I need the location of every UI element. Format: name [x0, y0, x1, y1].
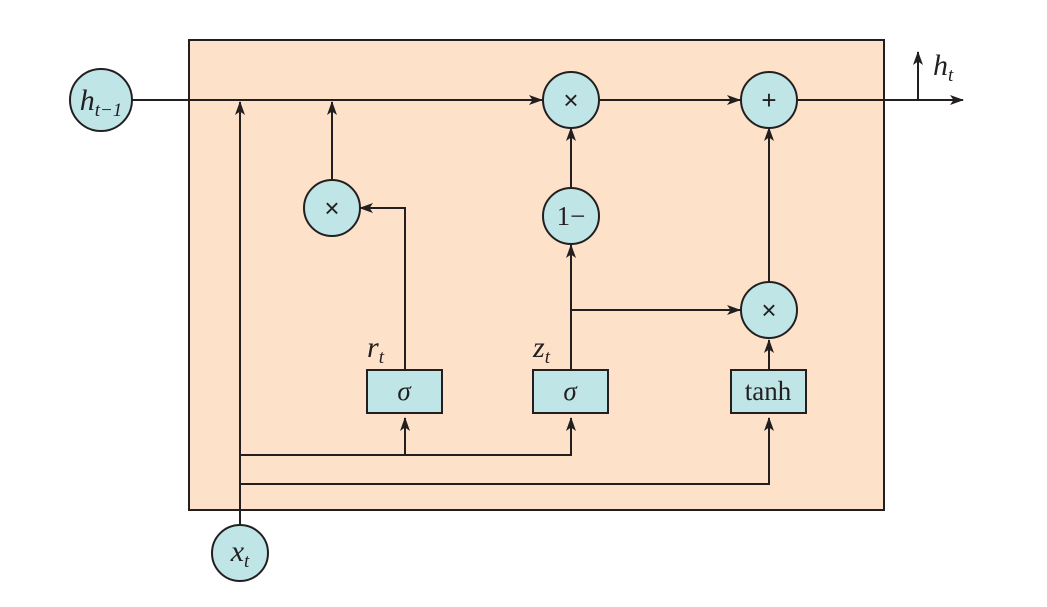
reset-multiply-node: ×	[303, 179, 361, 237]
input-prev-state-node: ht−1	[69, 68, 133, 132]
tanh-box: tanh	[730, 369, 807, 414]
prev-state-subscript: t−1	[95, 100, 123, 121]
update-gate-subscript: t	[545, 347, 551, 368]
one-minus-node: 1−	[542, 187, 600, 245]
one-minus-symbol: 1−	[557, 201, 586, 231]
candidate-multiply-node: ×	[740, 281, 798, 339]
output-h-subscript: t	[948, 65, 954, 86]
reset-multiply-symbol: ×	[324, 193, 339, 223]
add-symbol: +	[761, 85, 776, 115]
output-h-label: ht	[933, 49, 954, 86]
reset-gate-box: σ	[366, 369, 443, 414]
x-symbol: x	[230, 535, 245, 568]
input-x-node: xt	[211, 524, 269, 582]
update-gate-symbol: σ	[563, 376, 578, 406]
reset-gate-label: rt	[367, 331, 385, 368]
reset-gate-symbol: σ	[397, 376, 412, 406]
svg-text:xt: xt	[230, 535, 250, 572]
tanh-label: tanh	[745, 376, 792, 406]
wire-reset-to-multiply	[359, 203, 406, 370]
candidate-multiply-symbol: ×	[761, 295, 776, 325]
x-subscript: t	[244, 551, 250, 572]
update-gate-box: σ	[532, 369, 609, 414]
update-gate-label: zt	[532, 331, 551, 368]
top-multiply-symbol: ×	[563, 85, 578, 115]
prev-state-symbol: h	[80, 84, 95, 117]
top-multiply-node: ×	[542, 71, 600, 129]
svg-text:ht−1: ht−1	[80, 84, 123, 121]
wire-bus-tanh	[240, 417, 774, 485]
output-h-symbol: h	[933, 49, 948, 82]
add-node: +	[740, 71, 798, 129]
wire-bus-gates	[240, 417, 576, 456]
update-gate-symbol-z: z	[532, 331, 545, 364]
reset-gate-symbol-r: r	[367, 331, 379, 364]
reset-gate-subscript: t	[379, 347, 385, 368]
